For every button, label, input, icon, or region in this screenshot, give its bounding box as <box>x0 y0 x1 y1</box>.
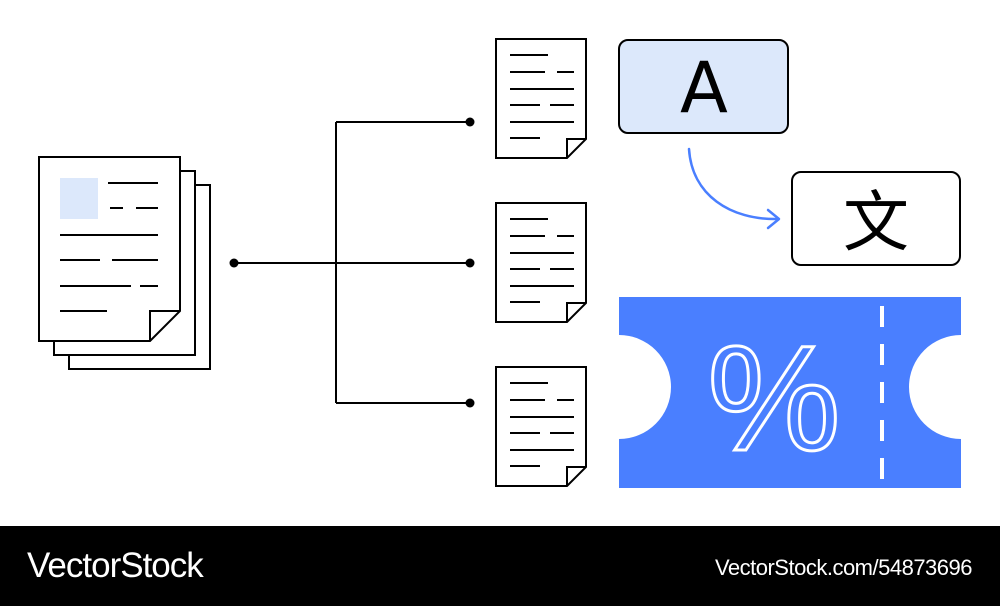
source-letter-card: A <box>618 39 789 134</box>
brand-logo: VectorStock <box>27 546 204 585</box>
document-icon <box>495 366 587 487</box>
document-icon <box>495 38 587 159</box>
document-icon <box>495 202 587 323</box>
document-stack-icon <box>38 156 211 370</box>
discount-ticket-icon: % <box>619 297 961 488</box>
translation-diagram: A 文 % <box>38 38 961 488</box>
translate-arrow-icon <box>687 147 781 230</box>
translated-glyph: 文 <box>843 184 909 261</box>
connector-lines <box>229 117 475 408</box>
image-id: VectorStock.com/54873696 <box>714 555 973 580</box>
footer-bar: VectorStock VectorStock.com/54873696 <box>0 526 1000 606</box>
percent-sign: % <box>707 314 840 482</box>
source-letter: A <box>680 47 728 129</box>
translated-glyph-card: 文 <box>791 171 961 266</box>
